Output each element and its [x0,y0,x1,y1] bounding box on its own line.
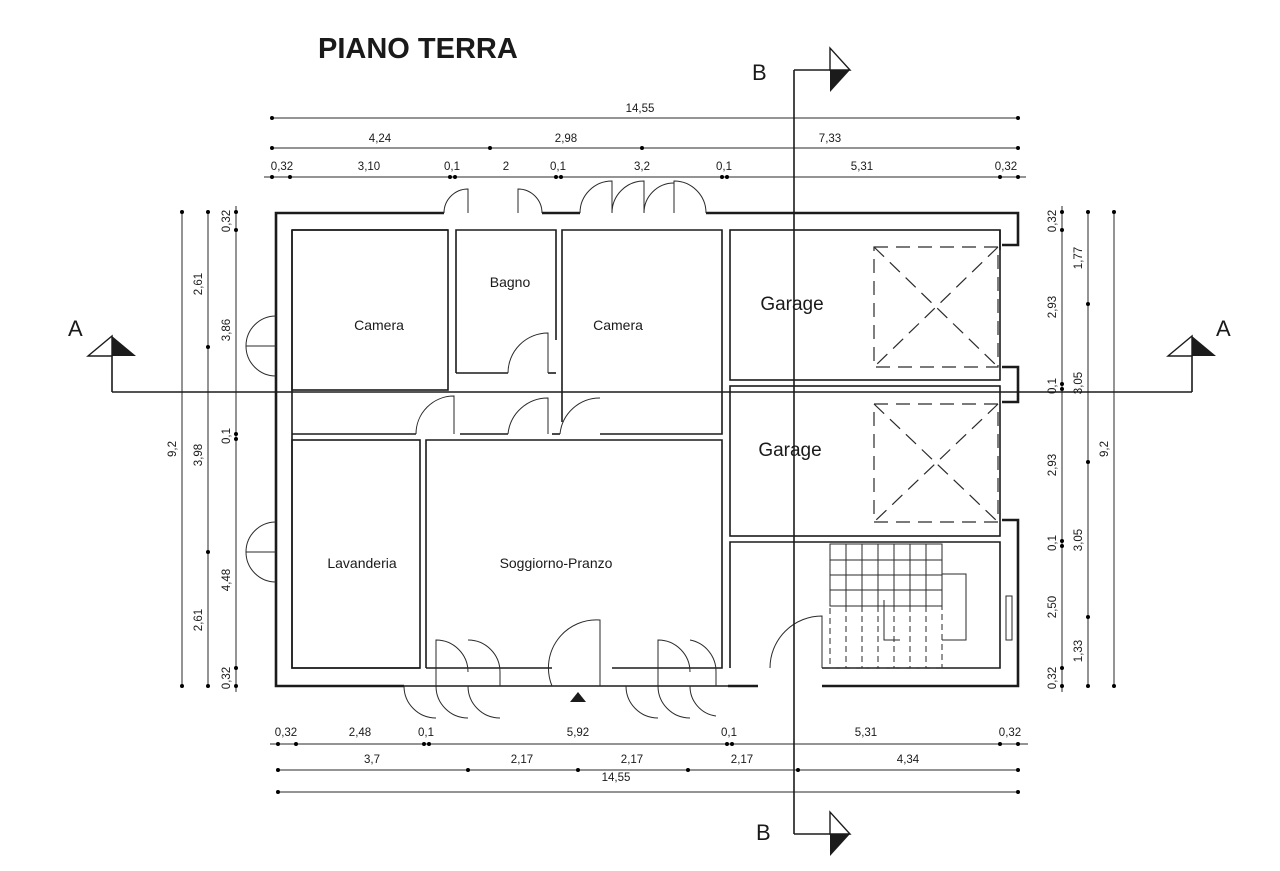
dim-right-mid: 3,05 [1073,529,1085,551]
room-label-garage: Garage [758,440,821,461]
section-lines: A A B B [68,46,1231,856]
dim-top-mid: 2,98 [555,133,577,145]
dim-right-inner: 0,1 [1047,378,1059,394]
dim-top-detail: 0,1 [444,161,460,173]
doors [245,180,823,719]
section-label-a-left: A [68,316,83,341]
dim-bottom-detail: 5,31 [855,727,877,739]
dim-right-inner: 0,1 [1047,535,1059,551]
dim-top-mid: 4,24 [369,133,392,145]
dim-left-inner: 0,32 [221,667,233,689]
dim-bottom-total: 14,55 [602,772,631,784]
dim-bottom-mid: 2,17 [511,754,533,766]
dim-right-inner: 0,32 [1047,667,1059,689]
right-dimensions: 0,32 2,93 0,1 2,93 0,1 2,50 0,32 1,77 3,… [1047,206,1116,692]
walls [274,211,1020,688]
dim-right-mid: 3,05 [1073,372,1085,394]
left-dimensions: 9,2 2,61 3,98 2,61 0,32 3,86 0,1 4,48 0,… [167,206,238,692]
dim-right-mid: 1,77 [1073,247,1085,269]
dim-top-detail: 3,2 [634,161,650,173]
dim-bottom-mid: 3,7 [364,754,380,766]
dim-bottom-mid: 4,34 [897,754,920,766]
section-label-a-right: A [1216,316,1231,341]
dim-right-mid: 1,33 [1073,640,1085,662]
staircase [829,543,1013,669]
top-dimensions: 14,55 4,24 2,98 7,33 0,32 3,10 0,1 2 0,1… [264,103,1026,179]
dim-bottom-mid: 2,17 [621,754,643,766]
section-label-b-bottom: B [756,820,771,845]
dim-right-outer: 9,2 [1099,441,1111,457]
room-label-soggiorno-pranzo: Soggiorno-Pranzo [500,555,613,571]
dim-top-detail: 5,31 [851,161,873,173]
dim-bottom-mid: 2,17 [731,754,753,766]
dim-left-inner: 4,48 [221,569,233,591]
room-labels: Camera Bagno Camera Garage Garage Lavand… [327,274,823,571]
dim-right-inner: 0,32 [1047,210,1059,232]
dim-top-detail: 0,1 [550,161,566,173]
dim-left-inner: 0,32 [221,210,233,232]
garage-door-symbols [873,246,999,523]
dim-right-inner: 2,50 [1047,596,1059,618]
dim-top-detail: 0,1 [716,161,732,173]
dim-bottom-detail: 2,48 [349,727,371,739]
dim-top-total: 14,55 [626,103,655,115]
dim-bottom-detail: 0,32 [999,727,1021,739]
dim-top-mid: 7,33 [819,133,841,145]
dim-top-detail: 2 [503,161,509,173]
room-label-bagno: Bagno [490,274,531,290]
dim-left-mid: 3,98 [193,444,205,466]
dim-left-inner: 3,86 [221,319,233,341]
room-label-camera: Camera [354,317,404,333]
dim-top-detail: 0,32 [995,161,1017,173]
dim-left-mid: 2,61 [193,273,205,295]
dim-top-detail: 3,10 [358,161,380,173]
dim-left-inner: 0,1 [221,428,233,444]
dim-top-detail: 0,32 [271,161,293,173]
dim-bottom-detail: 0,1 [721,727,737,739]
bottom-dimensions: 0,32 2,48 0,1 5,92 0,1 5,31 0,32 3,7 2,1… [270,727,1028,794]
room-label-lavanderia: Lavanderia [327,555,396,571]
dim-bottom-detail: 0,32 [275,727,297,739]
dim-right-inner: 2,93 [1047,296,1059,318]
section-label-b-top: B [752,60,767,85]
dim-left-mid: 2,61 [193,609,205,631]
room-label-camera: Camera [593,317,643,333]
dim-bottom-detail: 5,92 [567,727,589,739]
dim-bottom-detail: 0,1 [418,727,434,739]
plan-title: PIANO TERRA [318,33,518,65]
dim-left-outer: 9,2 [167,441,179,457]
dim-right-inner: 2,93 [1047,454,1059,476]
room-label-garage: Garage [760,294,823,315]
